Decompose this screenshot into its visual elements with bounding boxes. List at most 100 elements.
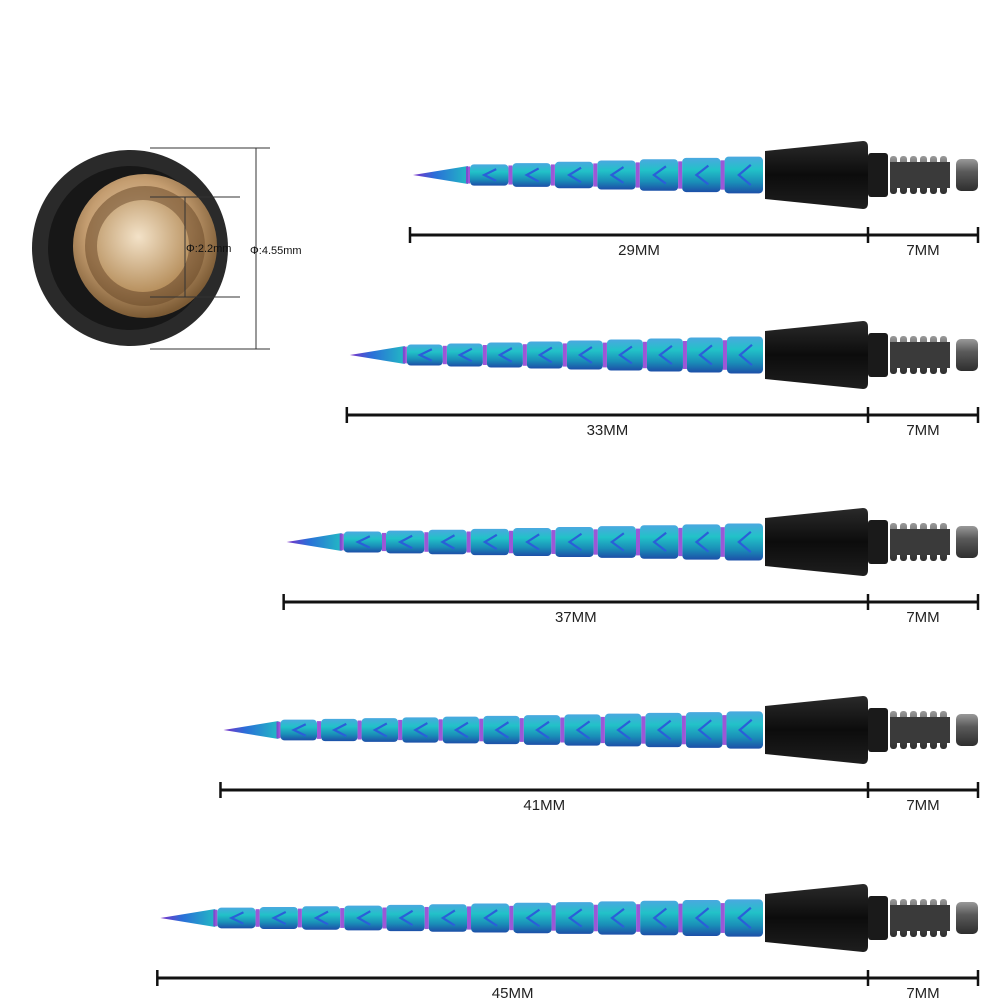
shaft-segment	[406, 344, 443, 366]
segment-groove	[642, 341, 647, 369]
shaft-segment	[483, 715, 520, 745]
segment-groove	[482, 345, 487, 365]
thread-core	[890, 529, 950, 555]
length-label: 45MM	[492, 985, 534, 1000]
segment-groove	[602, 342, 607, 368]
thread-cap	[956, 339, 978, 371]
black-collar	[765, 321, 868, 389]
chevron-mark	[413, 722, 428, 738]
segment-groove	[466, 166, 470, 184]
chevron-mark	[372, 722, 388, 738]
chevron-mark	[658, 345, 673, 365]
chevron-mark	[482, 533, 498, 551]
shaft-segment	[428, 529, 467, 555]
chevron-mark	[525, 908, 541, 928]
point-tip	[160, 909, 216, 927]
gold-bore	[97, 200, 189, 292]
shaft-segment	[724, 899, 763, 937]
chevron-mark	[440, 534, 456, 550]
shaft-segment	[645, 712, 682, 748]
segment-groove	[678, 161, 683, 189]
chevron-mark	[356, 910, 371, 926]
shaft-segment	[555, 902, 594, 934]
segment-groove	[509, 905, 514, 931]
chevron-mark	[738, 718, 753, 742]
segment-groove	[682, 341, 687, 369]
shaft-segment	[512, 163, 551, 187]
thread-length-label: 7MM	[906, 609, 939, 626]
outer-diameter-label: Φ:4.55mm	[250, 245, 302, 257]
segment-groove	[381, 532, 386, 552]
chevron-mark	[694, 164, 710, 186]
chevron-mark	[652, 531, 667, 553]
segment-groove	[722, 340, 727, 370]
chevron-mark	[656, 719, 672, 741]
thread-core	[890, 162, 950, 188]
shaft-segment	[597, 526, 636, 558]
shaft-segment	[513, 902, 552, 934]
chevron-mark	[567, 908, 583, 928]
shaft-segment	[446, 343, 483, 367]
segment-groove	[522, 344, 527, 366]
segment-groove	[357, 720, 362, 740]
black-collar	[765, 884, 868, 952]
segment-groove	[402, 346, 407, 364]
shaft-segment	[646, 338, 683, 372]
shaft-segment	[470, 528, 509, 556]
shaft-segment	[685, 712, 723, 748]
shaft-segment	[402, 717, 439, 743]
thread-length-label: 7MM	[906, 422, 939, 439]
chevron-mark	[698, 344, 713, 366]
chevron-mark	[737, 164, 752, 186]
segment-groove	[635, 162, 640, 188]
shaft-segment	[604, 713, 642, 747]
point-tip	[223, 721, 279, 739]
length-label: 37MM	[555, 609, 597, 626]
thread-core	[890, 905, 950, 931]
segment-groove	[551, 905, 556, 931]
segment-groove	[442, 345, 447, 365]
chevron-mark	[694, 531, 710, 553]
shaft-segment	[724, 156, 763, 194]
segment-groove	[213, 909, 218, 927]
chevron-mark	[397, 534, 413, 550]
shaft-segment	[343, 531, 382, 553]
shaft-segment	[640, 900, 679, 936]
collar-neck	[868, 333, 888, 377]
chevron-mark	[417, 348, 433, 362]
segment-groove	[339, 533, 344, 551]
shaft-segment	[486, 342, 523, 368]
collar-neck	[868, 520, 888, 564]
chevron-mark	[453, 721, 469, 739]
segment-groove	[593, 529, 598, 555]
segment-groove	[382, 907, 387, 929]
shaft-segment	[385, 530, 425, 554]
segment-groove	[467, 906, 472, 930]
chevron-mark	[652, 907, 667, 929]
segment-groove	[681, 715, 686, 745]
chevron-mark	[616, 720, 631, 740]
black-collar	[765, 141, 868, 209]
chevron-mark	[481, 168, 497, 182]
chevron-mark	[271, 910, 287, 926]
chevron-mark	[228, 911, 244, 925]
segment-groove	[722, 715, 727, 745]
chevron-mark	[737, 906, 752, 930]
shaft-segment	[471, 903, 510, 933]
shaft-segment	[564, 714, 601, 746]
collar-neck	[868, 153, 888, 197]
point-tip	[349, 346, 405, 364]
segment-groove	[560, 717, 565, 743]
chevron-mark	[398, 909, 414, 927]
shaft-segment	[280, 719, 318, 741]
length-label: 29MM	[618, 242, 660, 259]
segment-groove	[466, 531, 471, 553]
segment-groove	[438, 719, 443, 741]
shaft-segment	[639, 525, 679, 559]
thread-cap	[956, 526, 978, 558]
chevron-mark	[313, 910, 329, 926]
segment-groove	[720, 160, 725, 190]
